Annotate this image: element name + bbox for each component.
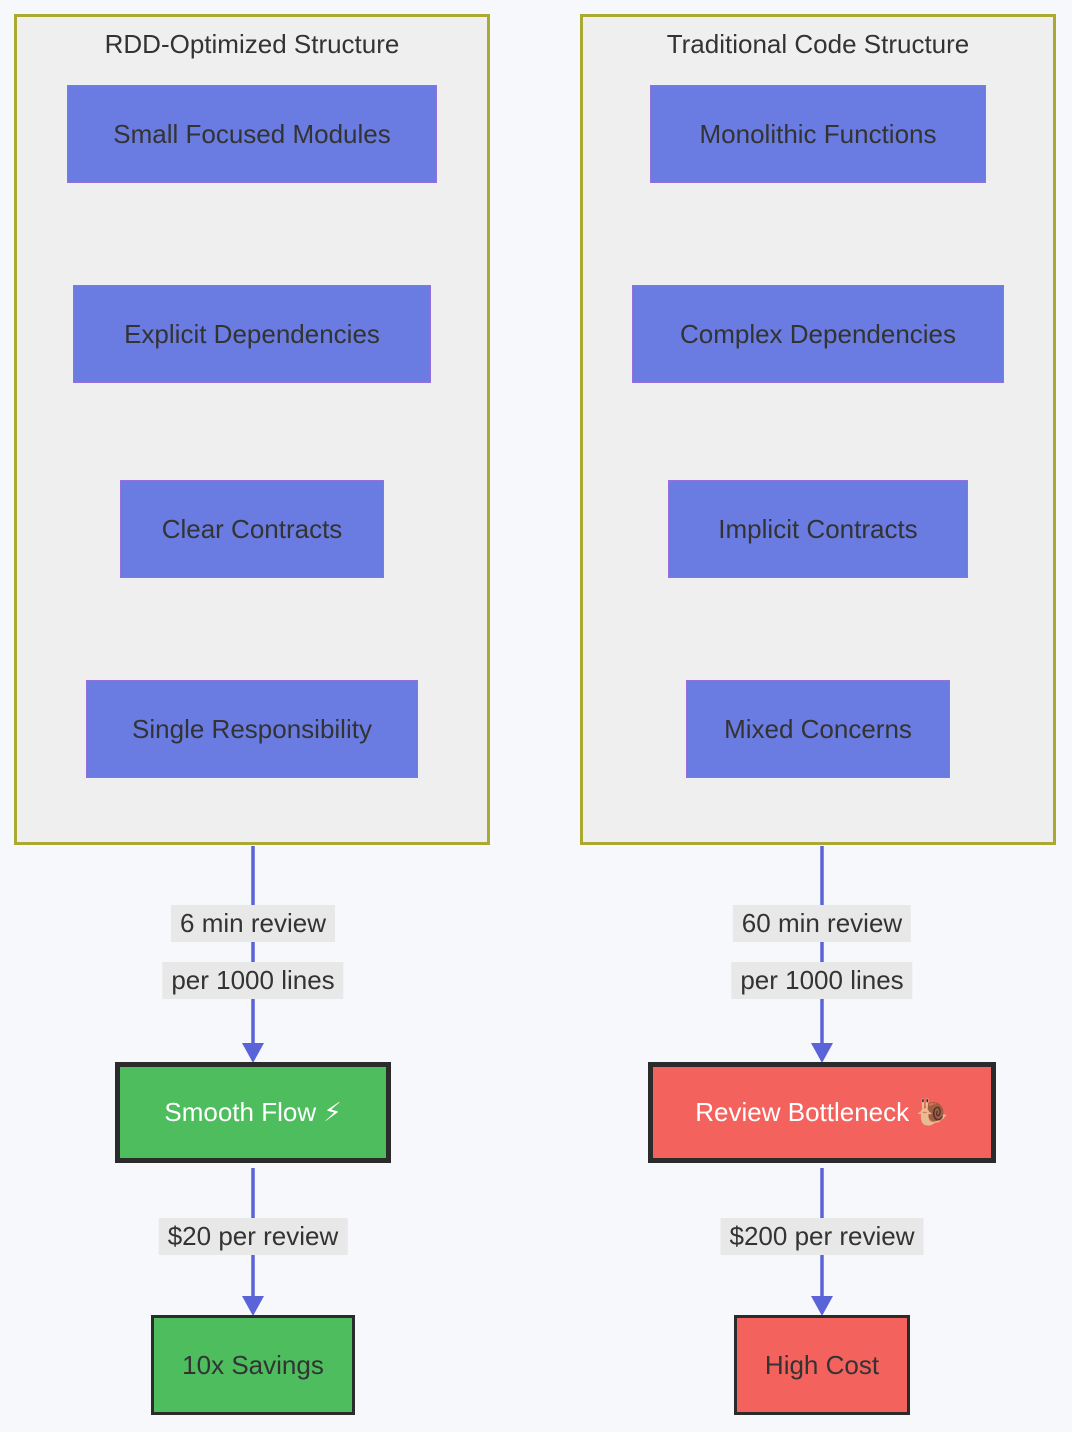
edge-label-review-cost: $200 per review [720,1218,924,1255]
node-single-responsibility: Single Responsibility [86,680,418,778]
cluster-title: Traditional Code Structure [666,29,970,59]
edge-label-review-unit: per 1000 lines [731,962,913,999]
cluster-title: RDD-Optimized Structure [104,29,400,59]
node-clear-contracts: Clear Contracts [120,480,384,578]
node-review-bottleneck: Review Bottleneck 🐌 [648,1062,996,1163]
node-explicit-dependencies: Explicit Dependencies [73,285,431,383]
node-10x-savings: 10x Savings [151,1315,355,1415]
edge-label-review-time: 6 min review [171,905,335,942]
arrowhead-right-cost [811,1296,833,1316]
cluster-traditional: Traditional Code Structure Monolithic Fu… [580,14,1056,845]
arrowhead-right-review [811,1043,833,1063]
node-smooth-flow: Smooth Flow ⚡ [115,1062,391,1163]
edge-label-review-unit: per 1000 lines [162,962,344,999]
node-implicit-contracts: Implicit Contracts [668,480,968,578]
edge-label-review-cost: $20 per review [158,1218,348,1255]
node-mixed-concerns: Mixed Concerns [686,680,950,778]
cluster-rdd-optimized: RDD-Optimized Structure Small Focused Mo… [14,14,490,845]
arrowhead-left-review [242,1043,264,1063]
arrowhead-left-cost [242,1296,264,1316]
edge-label-review-time: 60 min review [732,905,912,942]
node-small-focused-modules: Small Focused Modules [67,85,437,183]
node-monolithic-functions: Monolithic Functions [650,85,986,183]
node-high-cost: High Cost [734,1315,910,1415]
node-complex-dependencies: Complex Dependencies [632,285,1004,383]
